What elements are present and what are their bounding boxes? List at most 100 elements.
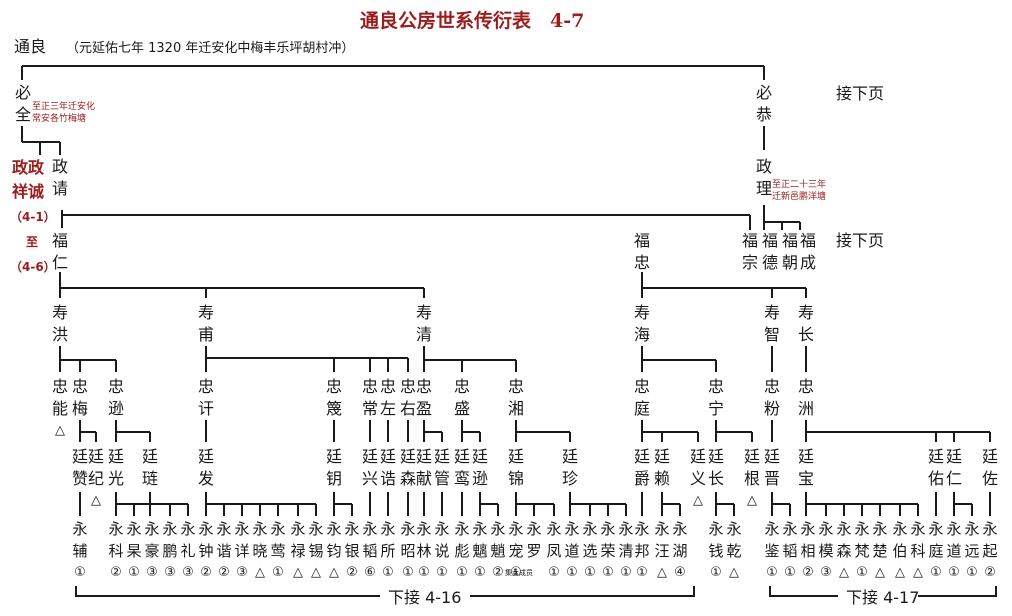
yong-prefix: 永 [162,520,178,538]
person-zhong-chang: 忠常 [361,377,378,418]
small-note: 集女成员 [505,569,533,577]
yong-prefix: 永 [708,520,724,538]
person-ting-guang: 廷光 [107,447,124,488]
person-fu-zhong: 福忠 [633,231,650,272]
yong-prefix: 永 [270,520,286,538]
yong-name-char: 汪 [654,542,670,560]
yong-prefix: 永 [982,520,998,538]
person-ting-zuo: 廷佐 [981,447,998,488]
ref-to: 至 [26,235,39,249]
person-ting-yue: 廷钥 [325,447,342,488]
bi-quan-note-line2: 常安各竹梅塘 [32,114,87,124]
yong-mark: △ [329,565,339,580]
yong-name-char: 起 [982,542,998,560]
person-shou-chang: 寿长 [797,303,814,344]
yong-prefix: 永 [818,520,834,538]
person-ting-gen: 廷根 [743,447,760,488]
person-bi-gong: 必恭 [755,83,772,124]
yong-prefix: 永 [416,520,432,538]
person-zhong-fen: 忠粉 [763,377,780,418]
zheng-li-note-line1: 至正二十三年 [772,180,827,190]
yong-prefix: 永 [764,520,780,538]
yong-name-char: 昭 [400,542,416,560]
person-zhong-xu: 忠讦 [197,377,214,418]
yong-mark: ① [74,565,86,580]
person-fu-chao: 福朝 [781,231,798,272]
yong-mark: ① [128,565,140,580]
yong-prefix: 永 [490,520,506,538]
yong-mark: ② [200,565,212,580]
ref-4-1: （4-1） [10,210,56,224]
yong-mark: △ [657,565,667,580]
yong-name-char: 钧 [326,542,342,560]
yong-mark: △ [913,565,923,580]
yong-mark: △ [839,565,849,580]
yong-prefix: 永 [216,520,232,538]
yong-prefix: 永 [526,520,542,538]
person-fu-de: 福德 [761,231,778,272]
page-title: 通良公房世系传衍表 4-7 [360,10,585,32]
person-ting-zhen: 廷珍 [561,447,578,488]
yong-prefix: 永 [800,520,816,538]
yong-name-char: 林 [416,542,432,560]
yong-name-char: 邦 [634,542,650,560]
yong-name-char: 道 [946,542,962,560]
person-ting-ren: 廷仁 [945,447,962,488]
yong-name-char: 伯 [892,542,908,560]
person-ting-sen: 廷森 [399,447,416,488]
yong-name-char: 杲 [126,542,142,560]
yong-prefix: 永 [508,520,524,538]
person-zhong-ting: 忠庭 [633,377,650,418]
person-ting-jue: 廷爵 [633,447,650,488]
person-zheng-li: 政理 [755,157,772,198]
person-ting-lai: 廷赖 [653,447,670,488]
yong-mark: ① [566,565,578,580]
mark-zhong-neng: △ [55,423,65,438]
yong-prefix: 永 [726,520,742,538]
person-ting-xing: 廷兴 [361,447,378,488]
yong-name-char: 韬 [782,542,798,560]
person-ting-xun: 廷逊 [471,447,488,488]
yong-prefix: 永 [618,520,634,538]
yong-name-char: 谐 [216,542,232,560]
founder-name: 通良 [14,37,47,56]
yong-prefix: 永 [892,520,908,538]
yong-name-char: 科 [108,542,124,560]
person-ting-gao: 廷诰 [379,447,396,488]
person-ting-ji: 廷纪 [87,447,104,488]
yong-mark: ⑥ [364,565,376,580]
yong-prefix: 永 [234,520,250,538]
person-xiang-cheng: 祥诚 [12,182,45,201]
yong-name-char: 说 [434,542,450,560]
yong-prefix: 永 [198,520,214,538]
yong-name-char: 锡 [308,542,324,560]
yong-name-char: 森 [836,542,852,560]
yong-name-char: 鹏 [162,542,178,560]
person-ting-guan: 廷管 [433,447,450,488]
yong-prefix: 永 [836,520,852,538]
person-shou-hai: 寿海 [633,303,650,344]
yong-mark: ① [272,565,284,580]
person-zhong-zuo: 忠左 [379,377,396,418]
yong-name-char: 荣 [600,542,616,560]
yong-prefix: 永 [126,520,142,538]
yong-name-char: 鉴 [764,542,780,560]
yong-mark: ① [710,565,722,580]
person-fu-cheng: 福成 [799,231,816,272]
yong-mark: ① [784,565,796,580]
person-shou-zhi: 寿智 [763,303,780,344]
yong-name-char: 莺 [270,542,286,560]
bi-quan-note-line1: 至正三年迁安化 [32,102,96,112]
yong-name-char: 韬 [362,542,378,560]
person-ting-zan: 廷赞 [71,447,88,488]
yong-prefix: 永 [472,520,488,538]
yong-mark: ③ [820,565,832,580]
yong-name-char: 道 [564,542,580,560]
mark-ting-ji: △ [91,493,101,508]
yong-mark: ② [492,565,504,580]
yong-name-char: 罗 [526,542,542,560]
yong-prefix: 永 [854,520,870,538]
person-shou-hong: 寿洪 [51,303,68,344]
